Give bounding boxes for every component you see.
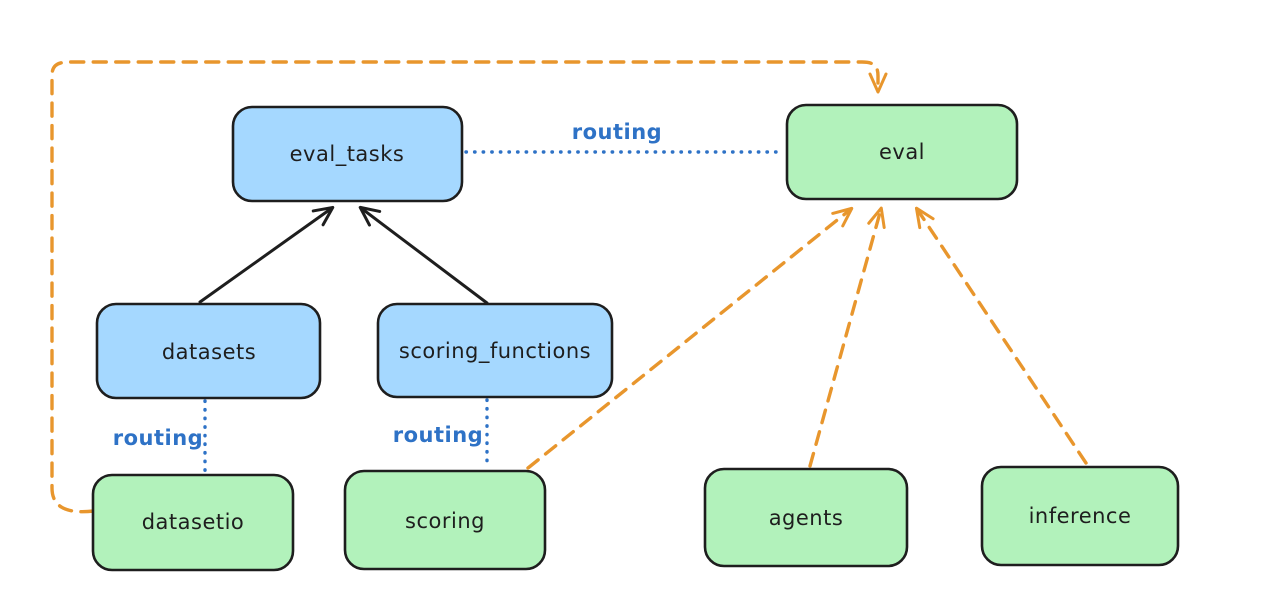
node-eval-label: eval	[879, 140, 925, 164]
edge-inference-to-eval	[914, 206, 1088, 465]
node-scoring-functions-label: scoring_functions	[399, 339, 591, 364]
node-eval-box	[785, 103, 1019, 201]
node-scoring-box	[343, 469, 547, 571]
node-scoring-functions-box	[376, 302, 614, 399]
edge-datasets-to-eval-tasks	[198, 205, 335, 304]
node-datasetio-box	[91, 473, 295, 572]
node-datasetio: datasetio	[91, 473, 295, 572]
edge-datasetio-to-eval-loop	[50, 60, 888, 514]
routing-label-datasets-datasetio: routing	[113, 426, 203, 450]
node-eval-tasks-label: eval_tasks	[290, 142, 405, 167]
node-eval-tasks-box	[231, 105, 464, 203]
node-agents-label: agents	[769, 506, 844, 530]
node-inference: inference	[980, 465, 1180, 567]
edge-scoring-to-eval	[526, 206, 854, 470]
routing-label-eval-tasks-eval: routing	[572, 120, 662, 144]
edge-scoring-functions-to-eval-tasks	[358, 205, 489, 305]
edge-agents-to-eval	[808, 206, 886, 468]
node-inference-box	[980, 465, 1180, 567]
node-agents-box	[703, 467, 909, 568]
node-agents: agents	[703, 467, 909, 568]
routing-label-scoring-functions-scoring: routing	[393, 423, 483, 447]
node-datasetio-label: datasetio	[142, 510, 245, 534]
node-eval-tasks: eval_tasks	[231, 105, 464, 203]
edges-layer	[50, 60, 1088, 514]
node-scoring: scoring	[343, 469, 547, 571]
nodes-layer: eval_tasks eval datasets scoring_functio…	[91, 103, 1180, 572]
edge-labels-layer: routing routing routing	[113, 120, 662, 450]
node-datasets: datasets	[95, 302, 322, 400]
node-datasets-box	[95, 302, 322, 400]
node-inference-label: inference	[1029, 504, 1132, 528]
node-eval: eval	[785, 103, 1019, 201]
node-scoring-functions: scoring_functions	[376, 302, 614, 399]
node-datasets-label: datasets	[162, 340, 256, 364]
node-scoring-label: scoring	[405, 509, 485, 533]
